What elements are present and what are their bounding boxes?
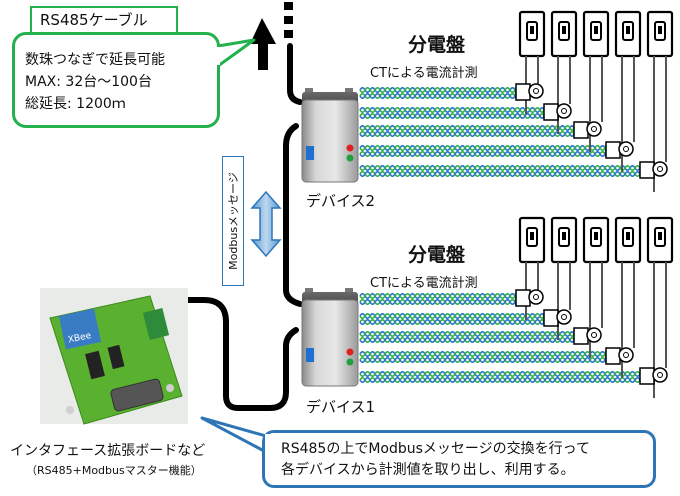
breaker-toggle — [658, 26, 662, 34]
ct-core-icon — [591, 332, 597, 338]
twisted-wire — [359, 145, 607, 151]
twisted-wire — [359, 107, 545, 113]
device-port-icon — [306, 348, 314, 362]
led-red-icon — [346, 348, 354, 356]
ct-sensor-icon — [515, 83, 531, 101]
panel-2-title: 分電盤 — [408, 244, 466, 266]
breaker-toggle — [658, 232, 662, 240]
ct-sensors-panel-1 — [515, 83, 668, 179]
ct-core-icon — [533, 88, 539, 94]
cable-callout-line-1: 数珠つなぎで延長可能 — [25, 52, 165, 68]
twisted-wire — [359, 171, 641, 177]
modbus-label-box: Modbusメッセージ — [222, 156, 244, 286]
twisted-wire — [359, 165, 641, 171]
twisted-wire — [359, 319, 545, 325]
db9-connector-icon — [110, 378, 164, 412]
callout-pointer — [214, 38, 256, 68]
device-1 — [301, 288, 359, 387]
ct-sensors-panel-2 — [515, 289, 668, 385]
twisted-wire — [359, 125, 575, 131]
twisted-wire — [359, 337, 575, 343]
twisted-wire — [359, 87, 517, 93]
twisted-wire — [359, 151, 607, 157]
bottom-callout: RS485の上でModbusメッセージの交換を行って 各デバイスから計測値を取り… — [262, 430, 656, 488]
bus-continuation-dashes — [284, 2, 293, 38]
ct-core-icon — [591, 126, 597, 132]
ct-wires-panel-1 — [359, 87, 641, 177]
twisted-wire — [359, 293, 517, 299]
twisted-wire — [359, 331, 575, 337]
ct-sensor-icon — [543, 103, 559, 121]
ct-core-icon — [657, 372, 663, 378]
breaker-toggle — [594, 26, 598, 34]
cable-callout-line-2: MAX: 32台～100台 — [25, 74, 152, 90]
xbee-text: XBee — [67, 331, 92, 346]
twisted-wire — [359, 371, 641, 377]
up-arrow-icon — [250, 18, 276, 70]
bottom-callout-line-2: 各デバイスから計測値を取り出し、利用する。 — [281, 462, 575, 478]
breaker-toggle — [530, 232, 534, 240]
modbus-label: Modbusメッセージ — [227, 172, 240, 270]
chip-icon — [85, 350, 105, 380]
xbee-module — [58, 308, 102, 350]
cable-callout: 数珠つなぎで延長可能 MAX: 32台～100台 総延長: 1200ｍ — [12, 32, 220, 128]
twisted-wire — [359, 93, 517, 99]
ct-core-icon — [623, 146, 629, 152]
ct-sensor-icon — [573, 327, 589, 345]
breaker-toggle — [562, 26, 566, 34]
device-2-label: デバイス2 — [306, 192, 376, 210]
rs485-bus-cable — [181, 43, 303, 411]
ct-wires-panel-2 — [359, 293, 641, 383]
ct-sensor-icon — [515, 289, 531, 307]
board-label: インタフェース拡張ボードなど — [10, 443, 206, 459]
ct-sensor-icon — [605, 141, 621, 159]
terminal-block-icon — [142, 307, 170, 341]
pointer-mask — [265, 434, 271, 456]
led-red-icon — [346, 144, 354, 152]
twisted-wire — [359, 131, 575, 137]
device-1-label: デバイス1 — [306, 398, 376, 416]
ct-core-icon — [561, 314, 567, 320]
ct-sensor-icon — [639, 161, 655, 179]
chip-icon — [107, 344, 125, 370]
breaker-toggle — [562, 232, 566, 240]
twisted-wire — [359, 113, 545, 119]
ct-sensor-icon — [639, 367, 655, 385]
ct-sensor-icon — [605, 347, 621, 365]
led-green-icon — [346, 358, 354, 366]
twisted-wire — [359, 313, 545, 319]
panel-2-subtitle: CTによる電流計測 — [370, 276, 478, 291]
ct-sensor-icon — [573, 121, 589, 139]
twisted-wire — [359, 351, 607, 357]
bottom-callout-line-1: RS485の上でModbusメッセージの交換を行って — [281, 441, 590, 457]
bottom-callout-pointer — [200, 416, 267, 454]
breaker-toggle — [530, 26, 534, 34]
twisted-wire — [359, 377, 641, 383]
breaker-toggle — [626, 26, 630, 34]
modbus-double-arrow-icon — [250, 190, 282, 258]
cable-callout-line-3: 総延長: 1200ｍ — [25, 96, 126, 112]
ct-core-icon — [657, 166, 663, 172]
breaker-toggle — [594, 232, 598, 240]
ct-core-icon — [533, 294, 539, 300]
interface-board: XBee — [40, 288, 188, 425]
device-2 — [301, 88, 359, 183]
device-port-icon — [306, 146, 314, 160]
twisted-wire — [359, 299, 517, 305]
ct-core-icon — [623, 352, 629, 358]
breakers-panel-2 — [518, 216, 674, 398]
board-sublabel: （RS485+Modbusマスター機能） — [26, 464, 202, 477]
ct-core-icon — [561, 108, 567, 114]
panel-1-title: 分電盤 — [408, 34, 466, 56]
twisted-wire — [359, 357, 607, 363]
cable-tag: RS485ケーブル — [30, 6, 178, 34]
panel-1-subtitle: CTによる電流計測 — [370, 66, 478, 81]
breaker-toggle — [626, 232, 630, 240]
led-green-icon — [346, 154, 354, 162]
ct-sensor-icon — [543, 309, 559, 327]
